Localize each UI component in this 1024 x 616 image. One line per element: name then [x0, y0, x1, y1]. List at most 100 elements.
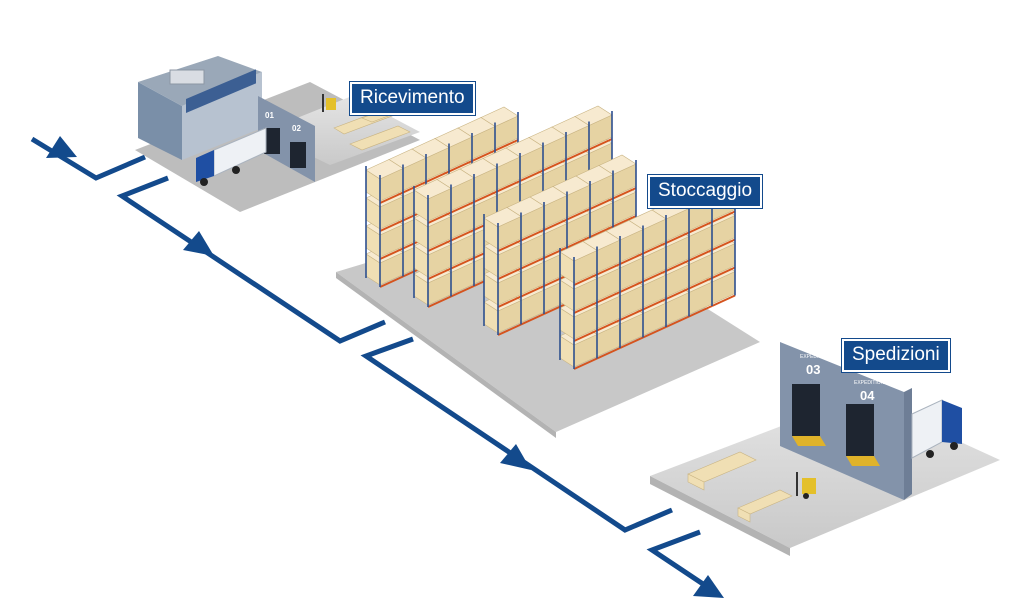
rack-beam: [379, 191, 404, 204]
rack-beam: [448, 160, 473, 173]
rack-beam: [619, 280, 644, 293]
rack-beam: [450, 229, 475, 242]
receiving-dock-door-1: [264, 128, 280, 154]
rack-beam: [596, 347, 621, 360]
flow-segment-1: [30, 136, 146, 181]
rack-beam: [565, 148, 590, 161]
rack-beam: [642, 270, 667, 283]
rack-beam: [520, 285, 545, 298]
flow-segment-2: [116, 175, 386, 344]
rack-beam: [642, 298, 667, 311]
rack-beam: [596, 263, 621, 276]
rack-beam: [665, 259, 690, 272]
rack-beam: [596, 291, 621, 304]
rack-beam: [497, 267, 522, 280]
shipping-dock-number-1: 03: [806, 362, 820, 377]
storage-floor-edge: [336, 272, 556, 438]
rack-beam: [711, 266, 736, 279]
rack-beam: [427, 239, 452, 252]
rack-beam: [425, 170, 450, 183]
shipping-forklift: [796, 472, 816, 499]
rack-beam: [427, 211, 452, 224]
flow-arrowhead-2: [183, 231, 214, 256]
office-window-band: [186, 69, 256, 114]
rack-beam: [543, 246, 568, 259]
rack-beam: [450, 257, 475, 270]
receiving-dock-door-2: [290, 142, 306, 168]
rack-beam: [688, 305, 713, 318]
rack-beam: [688, 277, 713, 290]
flow-arrow: [30, 136, 724, 598]
receiving-dock-number-2: 02: [292, 124, 301, 133]
rack-beam: [612, 215, 637, 228]
storage-area: [336, 105, 760, 438]
shipping-area: EXPEDITION 03 EXPEDITION 04: [650, 342, 1000, 556]
receiving-area: 01 02: [135, 56, 420, 212]
rack-beam: [520, 257, 545, 270]
pallet-rack-4: [559, 178, 736, 370]
rack-beam: [379, 275, 404, 288]
shipping-dock-caption-2: EXPEDITION: [854, 380, 885, 386]
rack-beam: [688, 221, 713, 234]
receiving-truck: [196, 127, 267, 186]
rack-beam: [543, 218, 568, 231]
rack-beam: [450, 201, 475, 214]
rack-beam: [543, 302, 568, 315]
stage-label-storage: Stoccaggio: [648, 175, 763, 208]
rack-beam: [471, 149, 496, 162]
shipping-dock-door-1: [792, 384, 820, 436]
shipping-dock-number-2: 04: [860, 388, 875, 403]
rack-beam: [542, 159, 567, 172]
rack-beam: [497, 239, 522, 252]
rack-beam: [588, 138, 613, 151]
shipping-dock-caption-1: EXPEDITION: [800, 354, 831, 360]
rooftop-unit: [169, 69, 205, 85]
pallet-racks: [365, 105, 736, 370]
rack-beam: [711, 238, 736, 251]
shipping-truck: [911, 399, 962, 459]
rack-beam: [519, 169, 544, 182]
rack-beam: [665, 315, 690, 328]
rack-beam: [612, 187, 637, 200]
rack-beam: [573, 329, 598, 342]
flow-arrowhead-1: [46, 136, 77, 158]
rack-beam: [711, 210, 736, 223]
stage-label-shipping: Spedizioni: [842, 339, 950, 372]
flow-arrowhead-3: [500, 444, 531, 470]
rack-beam: [688, 249, 713, 262]
flow-segment-4: [646, 529, 714, 593]
rack-beam: [642, 242, 667, 255]
shipping-pallets: [687, 451, 793, 523]
receiving-forklift: [322, 94, 336, 112]
rack-beam: [566, 208, 591, 221]
flow-segment-3: [360, 336, 673, 533]
rack-beam: [427, 267, 452, 280]
office-building-side: [182, 72, 262, 160]
rack-beam: [589, 197, 614, 210]
shipping-dock-door-2: [846, 404, 874, 456]
rack-beam: [379, 219, 404, 232]
rack-beam: [573, 273, 598, 286]
shipping-floor-edge: [650, 476, 790, 556]
rack-beam: [543, 274, 568, 287]
rack-beam: [497, 323, 522, 336]
rack-beam: [520, 229, 545, 242]
office-building-front: [138, 82, 182, 160]
rack-beam: [566, 236, 591, 249]
flow-arrowhead-4: [693, 575, 724, 598]
rack-beam: [619, 252, 644, 265]
rack-beam: [665, 231, 690, 244]
rack-beam: [496, 180, 521, 193]
shipping-dock-wall-side: [904, 388, 912, 500]
rack-beam: [665, 287, 690, 300]
rack-beam: [596, 319, 621, 332]
stage-label-receiving: Ricevimento: [350, 82, 475, 115]
rack-beam: [711, 294, 736, 307]
rack-beam: [473, 190, 498, 203]
rack-beam: [573, 301, 598, 314]
rack-beam: [450, 285, 475, 298]
rack-beam: [427, 295, 452, 308]
rack-beam: [642, 326, 667, 339]
